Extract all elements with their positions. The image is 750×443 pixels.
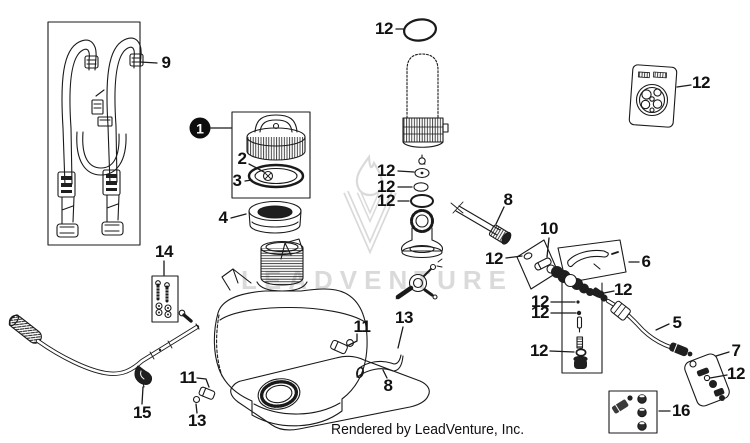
straps-box — [47, 21, 141, 246]
callout-9-harness: 9 — [161, 53, 171, 72]
handle-grip — [8, 314, 42, 344]
callout-13-clamp-right: 13 — [395, 308, 413, 327]
valve-and-orings — [410, 154, 434, 208]
callout-11-elbow-right: 11 — [353, 317, 371, 336]
wand-group — [591, 287, 693, 357]
callout-12-valve-oring-2: 12 — [377, 177, 395, 196]
trigger-lever — [567, 249, 609, 268]
callout-8-hose-lower: 8 — [383, 376, 393, 395]
callout-16-nozzle-tips: 16 — [672, 401, 690, 420]
hose-upper — [450, 201, 512, 245]
oring-kit-card — [628, 64, 678, 128]
lid-box — [231, 111, 311, 199]
renderer-credit: Rendered by LeadVenture, Inc. — [331, 421, 525, 438]
callout-6-trigger-box: 6 — [641, 252, 651, 271]
callout-10-pin: 10 — [540, 219, 558, 238]
valve-parts-column — [561, 278, 603, 374]
elbow-fitting-left — [192, 386, 216, 404]
lid-oring — [402, 18, 438, 42]
shutoff-valve-small — [395, 258, 443, 300]
callout-12-oring-kit-card: 12 — [692, 73, 710, 92]
pump-handle-group — [8, 314, 200, 388]
callout-4-strainer: 4 — [218, 208, 228, 227]
lid-assembly-group — [231, 111, 311, 199]
tank-body — [213, 288, 368, 427]
callout-5-wand: 5 — [672, 313, 682, 332]
callout-12-ball-1: 12 — [531, 292, 549, 311]
callout-13-clamp-left: 13 — [188, 411, 206, 430]
lid-gasket — [247, 163, 305, 189]
nozzle-tips-group — [608, 390, 658, 434]
callout-12-lid-oring: 12 — [375, 19, 393, 38]
base-stand — [230, 355, 430, 431]
hardware-kit — [151, 275, 193, 323]
strainer-basket — [248, 200, 302, 234]
callout-12-valve-oring-3: 12 — [377, 191, 395, 210]
callout-2-screw: 2 — [237, 149, 247, 168]
callout-12-nozzle-oring: 12 — [727, 364, 745, 383]
callout-1-lid-assembly: 1 — [189, 117, 211, 139]
hose-short — [356, 354, 404, 379]
key-pin — [178, 309, 186, 317]
leader-lines — [139, 28, 730, 414]
rod-clip — [134, 365, 153, 385]
callout-12-box-oring: 12 — [485, 249, 503, 268]
tank-group — [213, 238, 368, 427]
pump-cylinder-group — [402, 18, 449, 148]
nozzle-kit-group — [684, 353, 730, 407]
clamp-ring — [257, 378, 301, 410]
callout-15-handle-grip: 15 — [133, 403, 151, 422]
gasket-screw — [262, 170, 274, 182]
callout-12-ball-2: 12 — [531, 303, 549, 322]
callout-11-elbow-left: 11 — [179, 368, 197, 387]
harness-straps-group — [47, 21, 144, 246]
piston-assembly — [400, 209, 444, 259]
callout-12-outlet-oring: 12 — [614, 280, 632, 299]
callout-3-gasket: 3 — [232, 171, 242, 190]
callout-8-hose-upper: 8 — [503, 190, 513, 209]
callout-12-seal-oring: 12 — [530, 341, 548, 360]
callout-14-hardware-kit: 14 — [155, 242, 173, 261]
callout-12-valve-oring-1: 12 — [377, 161, 395, 180]
callout-7-nozzle-kit: 7 — [731, 341, 741, 360]
leadventure-logo-watermark — [343, 153, 397, 255]
